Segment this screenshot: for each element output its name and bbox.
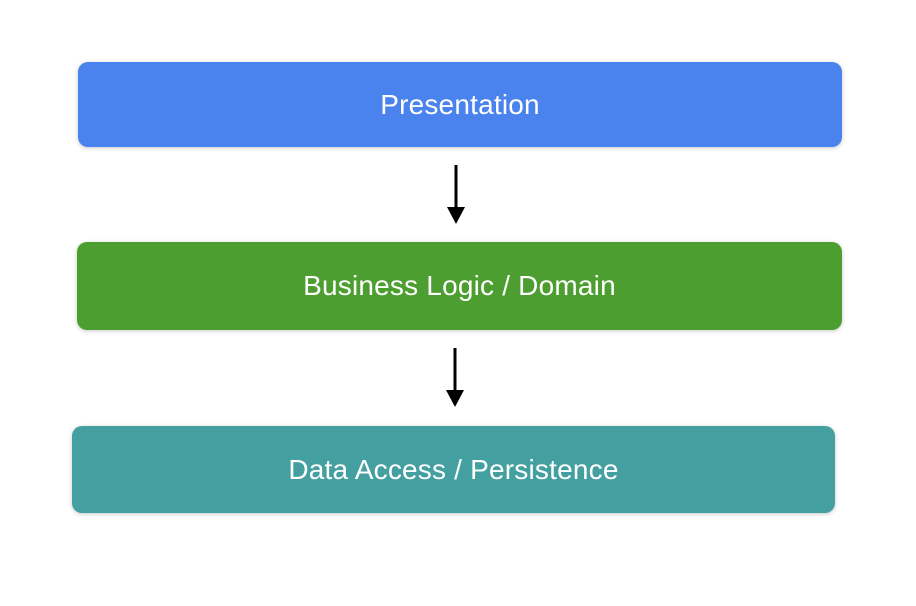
layer-label-presentation: Presentation (380, 88, 540, 120)
arrow-down-icon (444, 163, 468, 225)
layer-box-data-access: Data Access / Persistence (72, 426, 835, 513)
layer-label-data-access: Data Access / Persistence (288, 453, 619, 485)
arrow-down-icon (443, 346, 467, 408)
layer-box-presentation: Presentation (78, 62, 842, 147)
layer-box-business-logic: Business Logic / Domain (77, 242, 842, 330)
layer-label-business-logic: Business Logic / Domain (303, 270, 616, 301)
